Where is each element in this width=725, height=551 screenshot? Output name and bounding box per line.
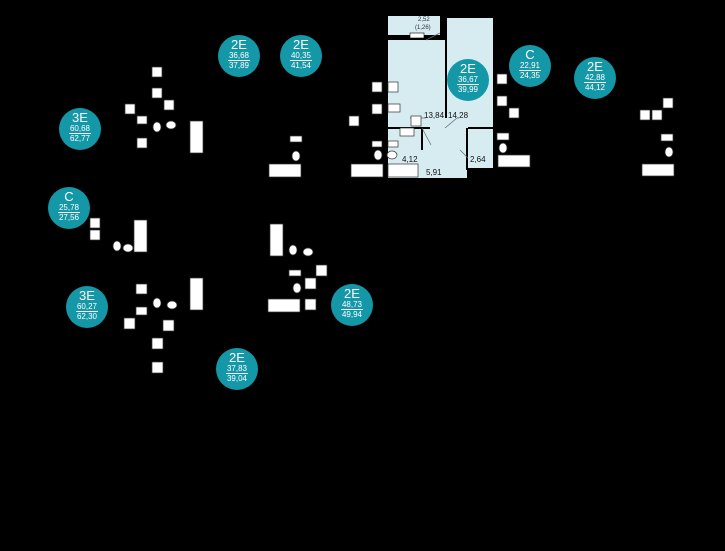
apartment-area: 60,27 (75, 302, 99, 312)
bathroom-area-label: 4,12 (402, 155, 418, 164)
apartment-total-area: 62,30 (76, 312, 98, 321)
apartment-type: 3E (72, 110, 88, 125)
apartment-type: С (525, 47, 535, 62)
apartment-badge[interactable]: 3E 60,27 62,30 (66, 286, 108, 328)
bedroom-area-label: 14,28 (448, 111, 469, 120)
apartment-badge[interactable]: 3E 60,68 62,77 (59, 108, 101, 150)
apartment-badge[interactable]: 2E 37,83 39,04 (216, 348, 258, 390)
balcony-reduced-area-label: (1,26) (415, 25, 431, 31)
apartment-total-area: 41,54 (290, 61, 312, 70)
apartment-area: 25,78 (57, 203, 81, 213)
selected-apartment-fill (468, 128, 493, 168)
apartment-type: С (64, 189, 74, 204)
apartment-area: 48,73 (340, 300, 364, 310)
apartment-badge[interactable]: 2E 40,35 41,54 (280, 35, 322, 77)
apartment-area: 40,35 (289, 51, 313, 61)
apartment-type: 3E (79, 288, 95, 303)
apartment-type: 2E (229, 350, 245, 365)
apartment-total-area: 27,56 (58, 213, 80, 222)
sanitary-fixtures (89, 66, 675, 374)
apartment-total-area: 62,77 (69, 134, 91, 143)
balcony-rail (409, 32, 425, 39)
apartment-type: 2E (587, 59, 603, 74)
apartment-total-area: 39,04 (226, 374, 248, 383)
apartment-total-area: 39,99 (457, 85, 479, 94)
wc-area-label: 2,64 (470, 155, 486, 164)
apartment-area: 42,88 (583, 73, 607, 83)
apartment-badge[interactable]: 2E 48,73 49,94 (331, 284, 373, 326)
apartment-area: 36,67 (456, 75, 480, 85)
apartment-badge[interactable]: 2E 42,88 44,12 (574, 57, 616, 99)
apartment-badge[interactable]: С 25,78 27,56 (48, 187, 90, 229)
apartment-type: 2E (231, 37, 247, 52)
apartment-type: 2E (344, 286, 360, 301)
apartment-badge[interactable]: 2E 36,67 39,99 (447, 59, 489, 101)
living-room-area-label: 13,84 (424, 111, 445, 120)
apartment-area: 60,68 (68, 124, 92, 134)
apartment-area: 36,68 (227, 51, 251, 61)
balcony-area-label: 2,52 (418, 17, 430, 23)
selected-apartment-fill (388, 16, 441, 36)
apartment-badge[interactable]: 2E 36,68 37,89 (218, 35, 260, 77)
apartment-type: 2E (460, 61, 476, 76)
apartment-area: 37,83 (225, 364, 249, 374)
apartment-total-area: 37,89 (228, 61, 250, 70)
apartment-type: 2E (293, 37, 309, 52)
apartment-badge[interactable]: С 22,91 24,35 (509, 45, 551, 87)
apartment-total-area: 44,12 (584, 83, 606, 92)
apartment-total-area: 24,35 (519, 71, 541, 80)
hall-area-label: 5,91 (426, 168, 442, 177)
apartment-area: 22,91 (518, 61, 542, 71)
apartment-total-area: 49,94 (341, 310, 363, 319)
